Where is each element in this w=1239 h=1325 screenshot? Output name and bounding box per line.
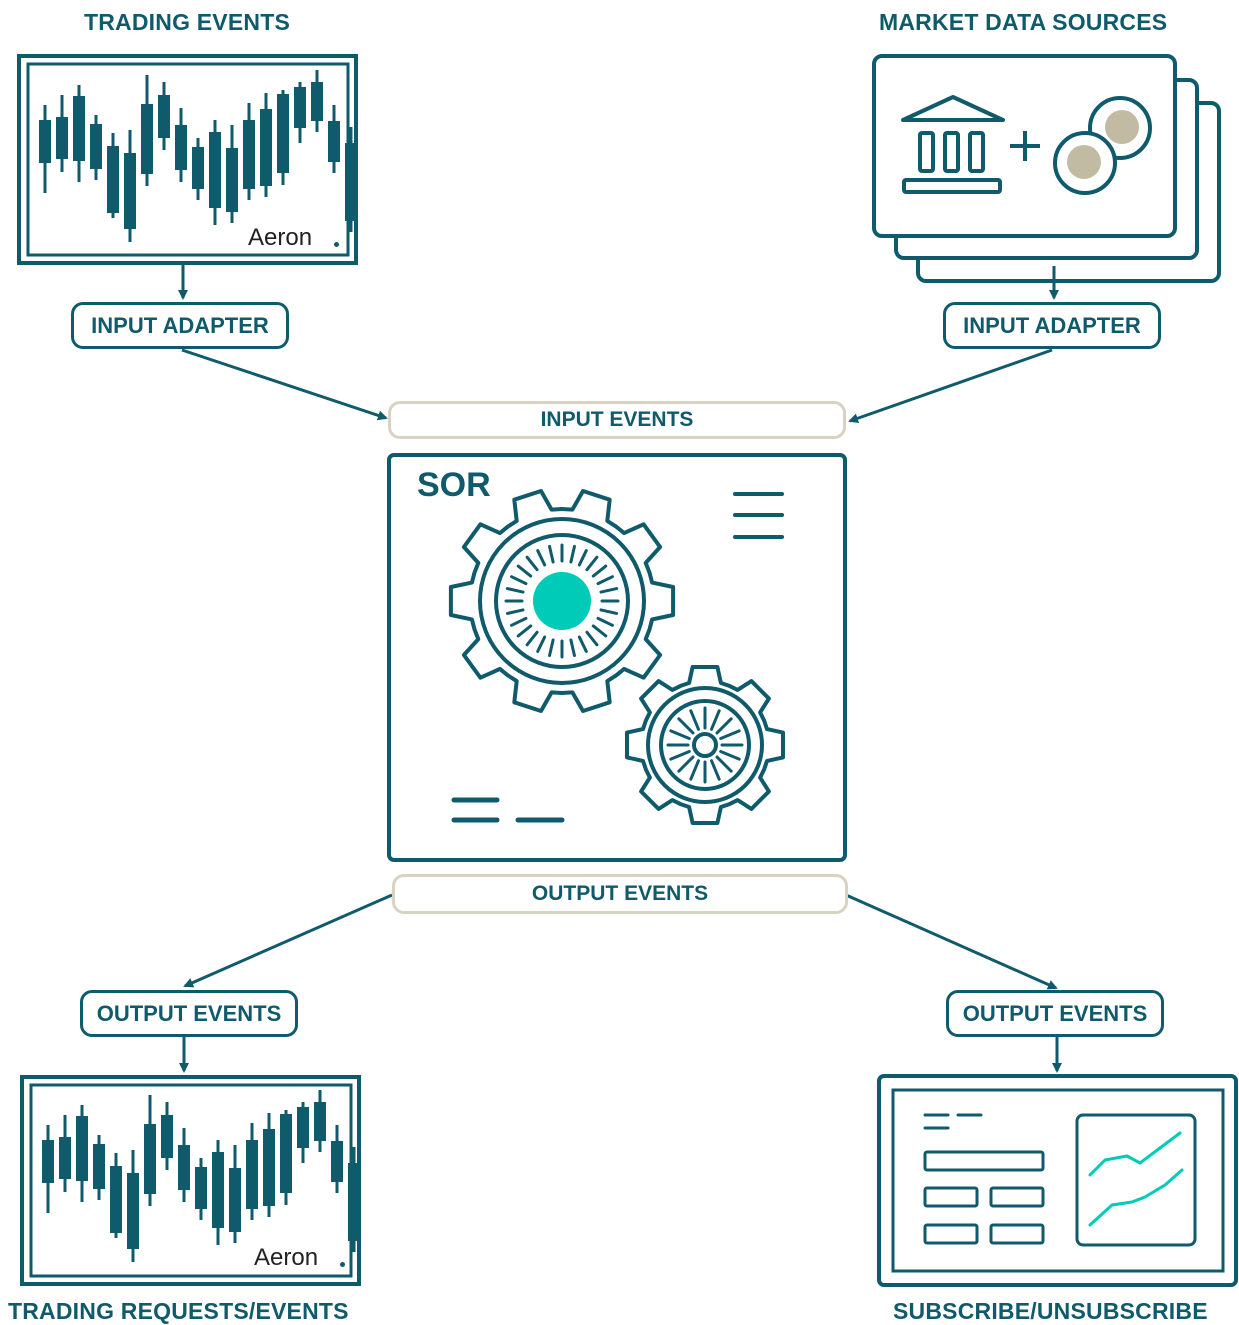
aeron-logo-top: Aeron [248, 224, 313, 251]
arrow-output-to-left [183, 893, 393, 988]
arrow-right-adapter-to-input [848, 348, 1053, 424]
coins-icon [1053, 96, 1152, 195]
small-gear-icon [625, 665, 785, 825]
text-lines-icon [451, 797, 565, 823]
bank-icon [901, 95, 1005, 194]
candlestick-chart-icon [42, 1090, 360, 1262]
left-input-adapter: INPUT ADAPTER [71, 302, 289, 349]
market-data-cards [872, 54, 1221, 283]
trading-events-panel [17, 54, 358, 265]
large-gear-icon [448, 489, 676, 713]
aeron-logo-bottom: Aeron [254, 1244, 319, 1271]
aeron-dot-top [334, 242, 339, 247]
plus-icon [1010, 131, 1040, 161]
sor-box [387, 453, 847, 862]
arrow-output-to-right [845, 893, 1058, 990]
trading-events-heading: TRADING EVENTS [84, 9, 290, 35]
arrow-left-adapter-to-input [181, 348, 388, 421]
trading-requests-heading: TRADING REQUESTS/EVENTS [8, 1298, 349, 1324]
subscribe-unsubscribe-heading: SUBSCRIBE/UNSUBSCRIBE [893, 1298, 1208, 1324]
menu-lines-icon [733, 492, 784, 539]
input-events-bus: INPUT EVENTS [388, 401, 846, 439]
candlestick-chart-icon [39, 70, 357, 242]
right-output-events: OUTPUT EVENTS [946, 990, 1164, 1037]
trading-requests-panel [20, 1075, 361, 1286]
line-chart-icon [1088, 1131, 1184, 1227]
left-output-events: OUTPUT EVENTS [80, 990, 298, 1037]
aeron-dot-bottom [340, 1262, 345, 1267]
sor-title: SOR [417, 466, 491, 504]
right-input-adapter: INPUT ADAPTER [943, 302, 1161, 349]
dashboard-icon [877, 1074, 1238, 1287]
output-events-bus: OUTPUT EVENTS [392, 874, 848, 914]
market-data-sources-heading: MARKET DATA SOURCES [879, 9, 1168, 35]
